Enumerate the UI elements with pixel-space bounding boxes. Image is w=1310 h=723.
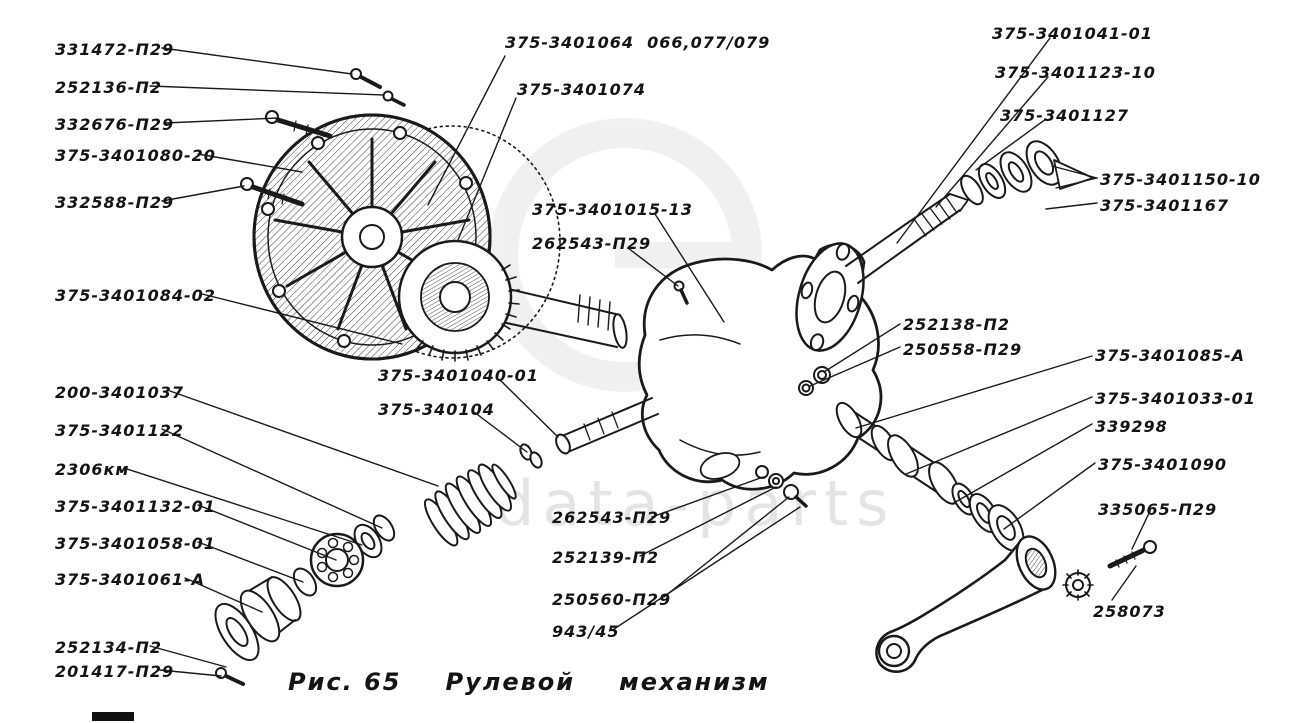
- scan-artifact: [92, 712, 134, 721]
- figure-number: Рис. 65: [288, 668, 402, 696]
- lock-washer-star: [1062, 569, 1094, 601]
- housing-bolt-small: [673, 280, 689, 305]
- ball-bearing: [309, 532, 365, 588]
- figure-caption: Рис. 65 Рулевой механизм: [288, 668, 770, 696]
- pitman-arm: [875, 535, 1057, 673]
- bearing-cap: [214, 576, 302, 662]
- worm-shaft: [845, 193, 969, 284]
- figure-title-word1: Рулевой: [445, 668, 576, 696]
- figure-title-word2: механизм: [619, 668, 770, 696]
- sector-gear-shaft: [397, 239, 628, 362]
- small-washers-bolt: [755, 465, 808, 508]
- seal-wedge: [1053, 159, 1094, 190]
- shaft-washers: [519, 443, 543, 469]
- mounting-bolts: [240, 68, 406, 207]
- cover-gasket: [343, 125, 561, 359]
- housing-flange: [795, 242, 865, 352]
- steering-worm: [423, 463, 517, 547]
- seal-ring-small: [292, 567, 318, 597]
- steering-shaft-lower: [555, 397, 659, 455]
- leader-lines: [123, 37, 1151, 677]
- arm-bolt: [1107, 540, 1157, 569]
